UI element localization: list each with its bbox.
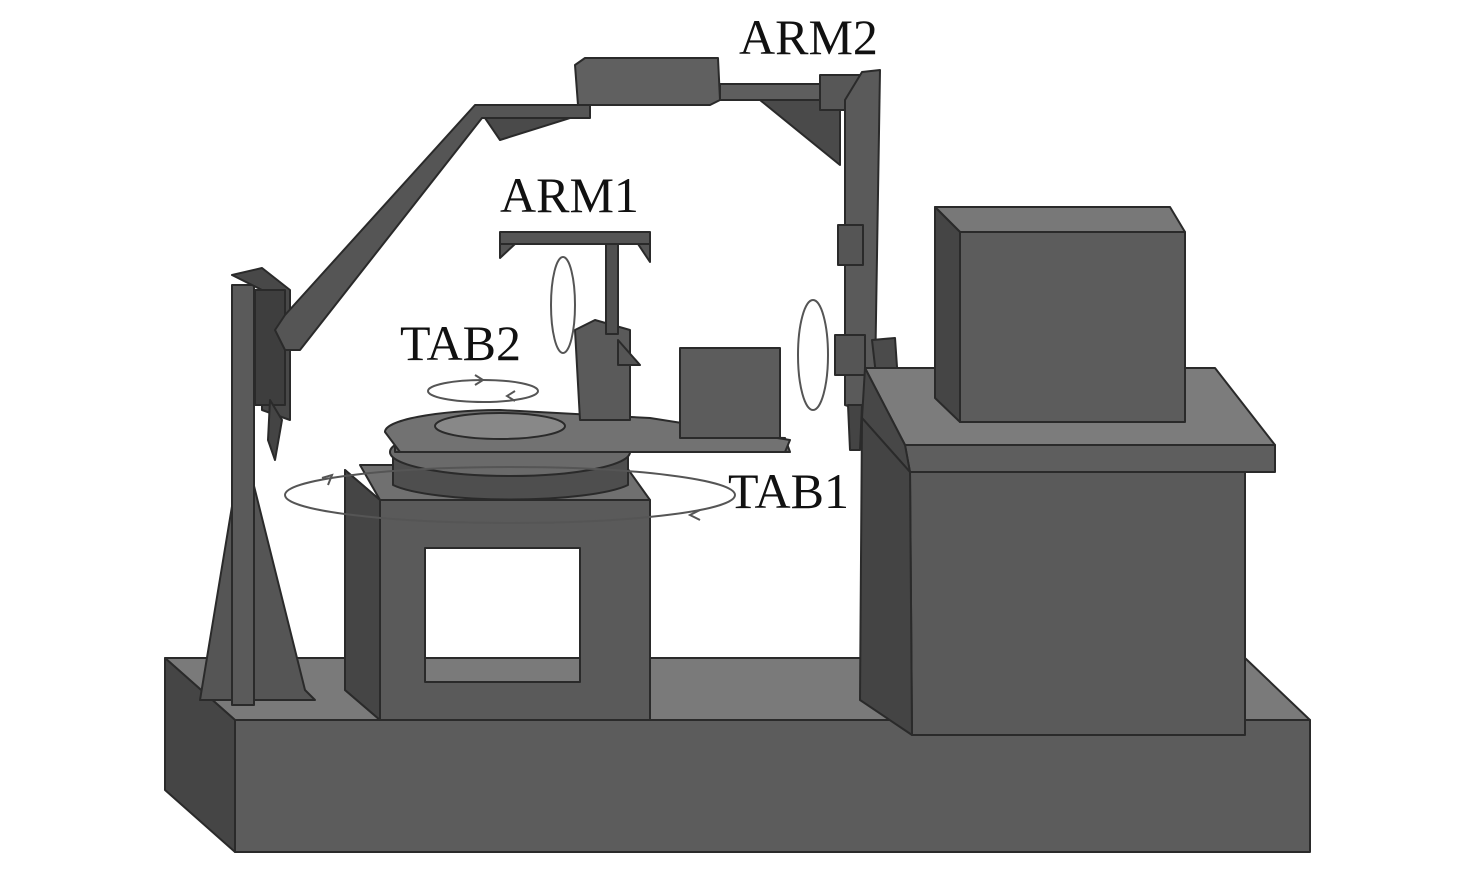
rotation-indicators <box>284 256 829 524</box>
arm2-rotation-arrow <box>797 299 829 411</box>
table-frame <box>344 464 651 721</box>
left-support-post <box>199 267 316 706</box>
arm2-label: ARM2 <box>739 9 878 65</box>
tab2-label: TAB2 <box>400 315 521 371</box>
tab1-label: TAB1 <box>728 463 849 519</box>
turntable <box>383 319 791 501</box>
arm1-rotation-arrow <box>550 256 576 354</box>
tab2-rotation-arrow <box>427 379 539 403</box>
right-cabinet <box>859 206 1276 736</box>
tab1-rotation-arrow <box>284 466 736 524</box>
arm1-label: ARM1 <box>500 167 639 223</box>
arm1-manipulator <box>499 231 651 366</box>
